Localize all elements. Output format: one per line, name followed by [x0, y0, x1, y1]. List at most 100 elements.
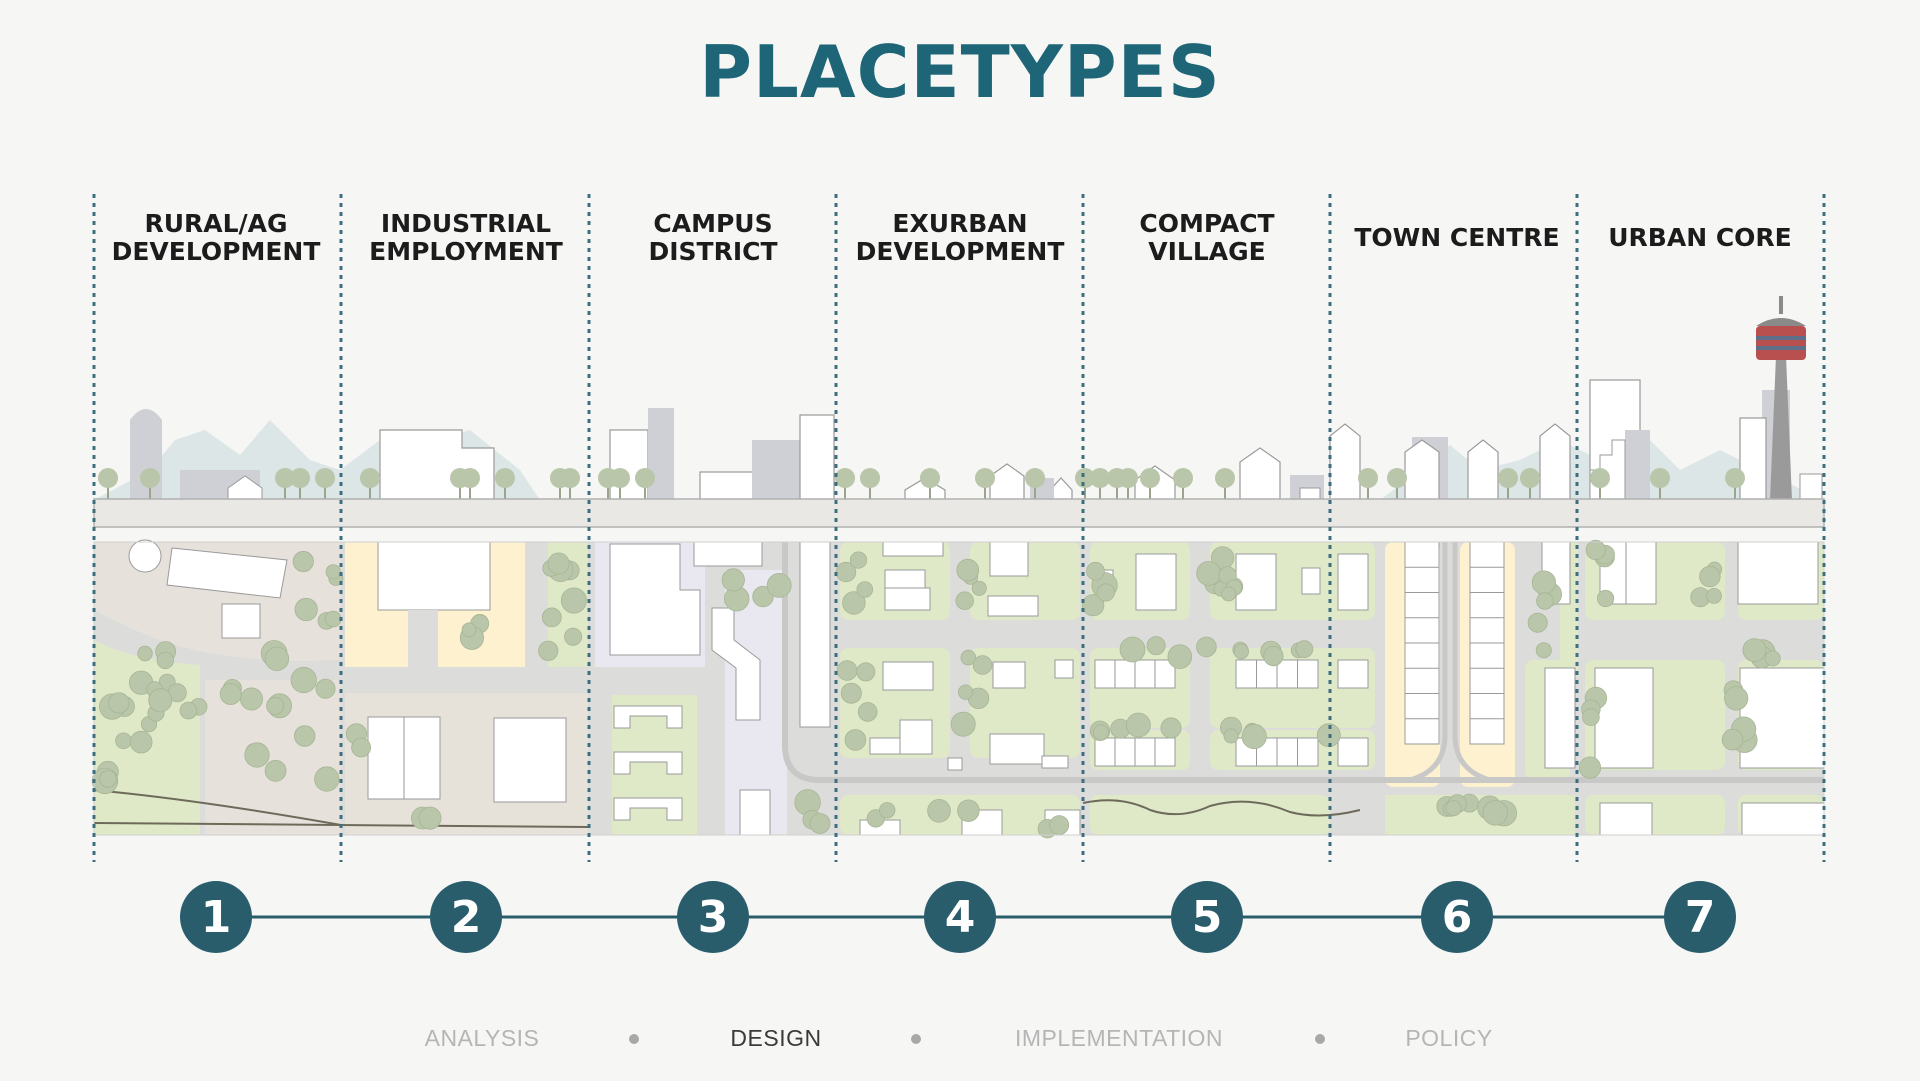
tree-plan	[292, 550, 314, 573]
calgary-tower	[1770, 356, 1792, 500]
tree-plan	[1699, 565, 1721, 588]
tree-plan	[351, 737, 372, 758]
tree-plan	[849, 551, 868, 569]
tree-plan	[239, 687, 263, 711]
tree-plan	[1233, 643, 1250, 660]
campus-building	[799, 541, 831, 728]
tree-plan	[294, 725, 316, 747]
column-label-line: EXURBAN	[892, 209, 1028, 238]
tree-plan	[752, 585, 774, 608]
tree-plan	[1535, 642, 1552, 659]
calgary-tower-mast	[1779, 296, 1783, 314]
tower	[1799, 473, 1823, 501]
tree-plan	[560, 587, 587, 614]
tower	[1625, 430, 1650, 500]
tree	[1650, 468, 1670, 488]
tree	[275, 468, 295, 488]
tree-plan	[1764, 650, 1781, 667]
tree-plan	[1221, 586, 1237, 602]
building-footprint	[1135, 553, 1177, 611]
tree	[140, 468, 160, 488]
nav-item-design[interactable]: DESIGN	[730, 1025, 822, 1051]
tree	[610, 468, 630, 488]
campus-building	[739, 789, 771, 836]
column-label-line: DEVELOPMENT	[111, 237, 321, 266]
tree-plan	[99, 770, 117, 788]
campus-building	[613, 705, 683, 729]
tree	[1358, 468, 1378, 488]
tree-plan	[950, 711, 976, 737]
step-circle-5	[1171, 881, 1243, 953]
tree-plan	[1742, 638, 1767, 662]
column-label-line: EMPLOYMENT	[369, 237, 563, 266]
farmhouse	[166, 547, 288, 599]
building-footprint	[1544, 667, 1576, 769]
tree-plan	[264, 646, 290, 672]
step-circle-7	[1664, 881, 1736, 953]
column-label-line: RURAL/AG	[144, 209, 288, 238]
tree	[860, 468, 880, 488]
trail	[1082, 799, 1361, 817]
column-label-line: TOWN CENTRE	[1354, 223, 1560, 252]
tree-plan	[1721, 728, 1744, 751]
building-footprint	[989, 541, 1029, 577]
barn-plan	[221, 603, 261, 639]
campus-building	[648, 408, 674, 500]
tree-plan	[547, 552, 570, 575]
tree-plan	[1119, 636, 1146, 663]
nav-item-analysis[interactable]: ANALYSIS	[424, 1025, 540, 1051]
tree	[1498, 468, 1518, 488]
tree-plan	[957, 684, 974, 700]
nav-item-implementation[interactable]: IMPLEMENTATION	[1014, 1025, 1224, 1051]
step-number-6: 6	[1442, 892, 1473, 943]
tree-plan	[842, 591, 866, 615]
column-label-line: INDUSTRIAL	[380, 209, 552, 238]
building-footprint	[987, 595, 1039, 617]
tree-plan	[244, 742, 270, 768]
tree-plan	[156, 651, 175, 670]
building-footprint	[1337, 659, 1369, 689]
rail-line	[1452, 542, 1491, 783]
building-footprint	[1739, 667, 1825, 769]
building-footprint	[947, 757, 963, 771]
tree-plan	[1445, 800, 1462, 817]
building	[1404, 439, 1440, 501]
column-label-line: CAMPUS	[653, 209, 773, 238]
house	[227, 475, 263, 501]
tree	[460, 468, 480, 488]
ground-strip	[93, 498, 1825, 528]
nav-separator-dot	[911, 1034, 921, 1044]
trail	[93, 789, 342, 826]
building-footprint	[1054, 659, 1074, 679]
driveway	[408, 610, 438, 667]
industrial-building	[493, 717, 567, 803]
tree-plan	[315, 678, 336, 699]
step-circle-4	[924, 881, 996, 953]
building-footprint	[992, 661, 1026, 689]
step-number-7: 7	[1685, 892, 1716, 943]
tree-plan	[1582, 708, 1600, 726]
tree-plan	[927, 798, 951, 823]
tree-plan	[1160, 717, 1182, 739]
calgary-tower-pod	[1756, 336, 1806, 340]
rail-line	[1409, 542, 1448, 783]
column-label-line: DEVELOPMENT	[855, 237, 1065, 266]
section-nav: ANALYSIS DESIGN IMPLEMENTATION POLICY	[0, 1025, 1920, 1065]
tree-plan	[766, 573, 792, 598]
step-number-5: 5	[1192, 892, 1223, 943]
nav-item-policy[interactable]: POLICY	[1405, 1025, 1493, 1051]
campus-building	[609, 543, 701, 656]
column-label-6: TOWN CENTRE	[1337, 203, 1577, 273]
house	[1299, 487, 1321, 501]
tree	[1520, 468, 1540, 488]
tree-plan	[115, 732, 132, 750]
tree-plan	[1092, 724, 1109, 741]
step-circle-1	[180, 881, 252, 953]
tree-plan	[1126, 712, 1151, 738]
tree-plan	[844, 729, 867, 751]
tree-plan	[1527, 612, 1548, 633]
